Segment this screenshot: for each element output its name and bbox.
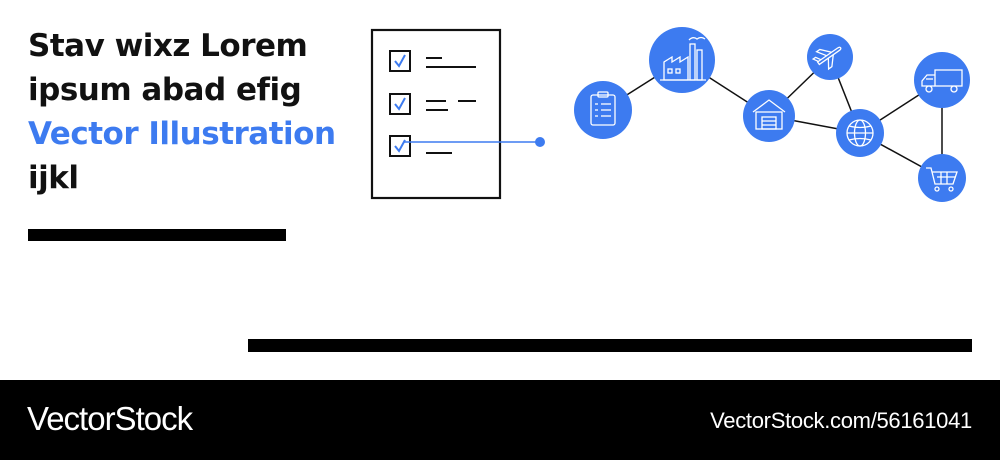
globe-icon xyxy=(836,109,884,157)
warehouse-icon xyxy=(743,90,795,142)
factory-icon xyxy=(649,27,715,93)
image-reference: VectorStock.com/56161041 xyxy=(710,408,972,433)
connector-dot xyxy=(535,137,545,147)
brand-logo[interactable]: VectorStock xyxy=(27,400,193,437)
divider-bar-left xyxy=(28,229,286,241)
headline-line-1: Stav wixz Lorem xyxy=(28,28,308,64)
footer-bar: VectorStock VectorStock.com/56161041 xyxy=(0,380,1000,460)
headline-line-2: ipsum abad efig xyxy=(28,72,302,108)
headline: Stav wixz Lorem ipsum abad efig Vector I… xyxy=(28,24,368,200)
airplane-icon xyxy=(807,34,853,80)
headline-accent-line: Vector Illustration xyxy=(28,116,336,152)
divider-bar-right xyxy=(248,339,972,352)
shopping-cart-icon xyxy=(918,154,966,202)
headline-line-4: ijkl xyxy=(28,160,79,196)
truck-icon xyxy=(914,52,970,108)
checklist-icon xyxy=(370,28,502,200)
supply-chain-illustration xyxy=(370,27,970,202)
clipboard-icon xyxy=(574,81,632,139)
